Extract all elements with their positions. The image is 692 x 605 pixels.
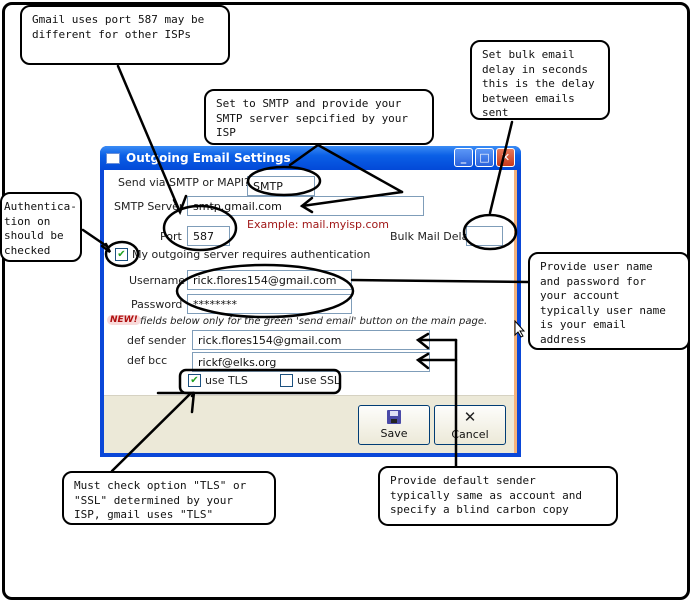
button-bar: Save ✕ Cancel <box>104 395 514 453</box>
password-input[interactable]: ******** <box>187 294 352 314</box>
window-title: Outgoing Email Settings <box>126 151 291 165</box>
floppy-disk-icon <box>387 410 401 424</box>
send-via-select[interactable]: SMTP <box>247 176 315 196</box>
save-button[interactable]: Save <box>358 405 430 445</box>
username-input[interactable]: rick.flores154@gmail.com <box>187 270 352 290</box>
dialog-body: Send via SMTP or MAPI? SMTP SMTP Server … <box>104 170 517 453</box>
close-x-icon: ✕ <box>463 407 477 426</box>
outgoing-email-settings-window: Outgoing Email Settings _ □ ✕ Send via S… <box>100 146 521 457</box>
smtp-example-hint: Example: mail.myisp.com <box>247 218 389 231</box>
new-badge: NEW! <box>107 315 141 325</box>
callout-bulk-delay: Set bulk email delay in seconds this is … <box>470 40 610 120</box>
mouse-pointer-icon <box>514 320 526 338</box>
save-button-label: Save <box>380 427 408 440</box>
bulk-mail-delay-label: Bulk Mail Delay <box>390 230 475 243</box>
username-label: Username <box>129 274 186 287</box>
callout-sender: Provide default sender typically same as… <box>378 466 618 526</box>
callout-port: Gmail uses port 587 may be different for… <box>20 5 230 65</box>
cancel-button[interactable]: ✕ Cancel <box>434 405 506 445</box>
port-label: Port <box>160 230 182 243</box>
auth-checkbox[interactable]: ✔ <box>115 248 128 261</box>
cancel-button-label: Cancel <box>451 427 489 441</box>
title-bar[interactable]: Outgoing Email Settings _ □ ✕ <box>100 146 521 170</box>
callout-smtp: Set to SMTP and provide your SMTP server… <box>204 89 434 145</box>
smtp-server-input[interactable]: smtp.gmail.com <box>187 196 424 216</box>
callout-user: Provide user name and password for your … <box>528 252 690 350</box>
send-via-label: Send via SMTP or MAPI? <box>118 176 250 189</box>
use-tls-label: use TLS <box>205 374 248 387</box>
smtp-server-label: SMTP Server <box>114 200 184 213</box>
use-tls-checkbox[interactable]: ✔ <box>188 374 201 387</box>
bulk-mail-delay-input[interactable] <box>466 226 503 246</box>
minimize-button[interactable]: _ <box>454 148 473 167</box>
def-bcc-input[interactable]: rickf@elks.org <box>192 352 430 372</box>
send-email-note: fields below only for the green 'send em… <box>140 316 488 327</box>
close-button[interactable]: ✕ <box>496 148 515 167</box>
use-ssl-label: use SSL <box>297 374 341 387</box>
window-icon <box>106 152 120 164</box>
def-bcc-label: def bcc <box>127 354 168 367</box>
callout-tls: Must check option "TLS" or "SSL" determi… <box>62 471 276 525</box>
use-ssl-checkbox[interactable] <box>280 374 293 387</box>
maximize-button[interactable]: □ <box>475 148 494 167</box>
callout-auth: Authentica- tion on should be checked <box>0 192 82 262</box>
port-input[interactable]: 587 <box>187 226 230 246</box>
password-label: Password <box>131 298 183 311</box>
auth-label: My outgoing server requires authenticati… <box>132 248 371 261</box>
def-sender-label: def sender <box>127 334 186 347</box>
def-sender-input[interactable]: rick.flores154@gmail.com <box>192 330 430 350</box>
